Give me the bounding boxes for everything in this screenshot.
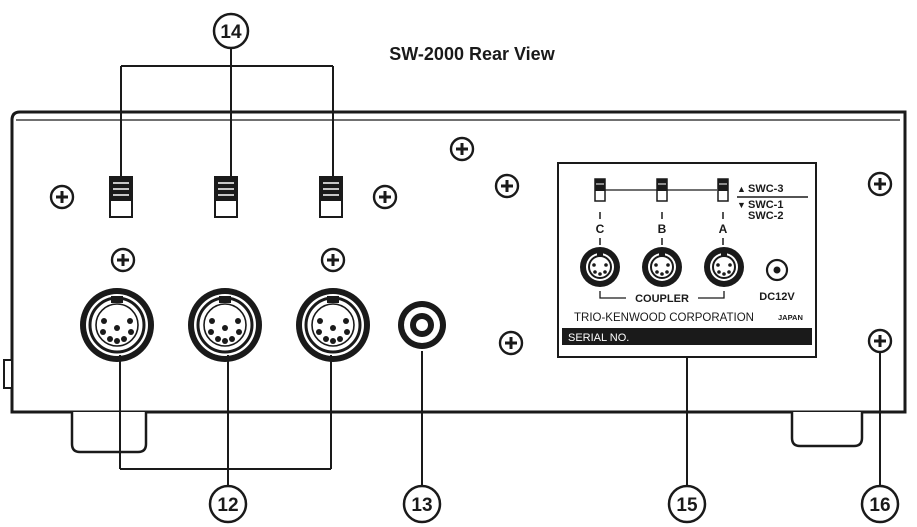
foot-right <box>790 412 864 448</box>
label-plate: ▲ SWC-3 ▼ SWC-1 SWC-2 C B A DC12V COUPLE… <box>557 162 817 358</box>
up-triangle-icon: ▲ <box>737 184 746 194</box>
slide-switch-icon[interactable] <box>109 176 133 218</box>
switch-letter-c: C <box>596 222 605 236</box>
screw-icon[interactable] <box>867 328 893 354</box>
switch-down-label-1: SWC-1 <box>748 199 783 211</box>
callout-coax-jack: 13 <box>402 351 442 524</box>
callout-12-number: 12 <box>217 495 238 516</box>
callout-15-number: 15 <box>676 495 698 516</box>
callout-14-number: 14 <box>220 22 242 43</box>
callout-label-plate: 15 <box>667 357 707 524</box>
coupler-label: COUPLER <box>635 293 689 305</box>
country-label: JAPAN <box>778 313 803 322</box>
din-socket-icon[interactable] <box>294 286 372 364</box>
slide-switch-icon[interactable] <box>594 178 606 202</box>
slide-switch-icon[interactable] <box>717 178 729 202</box>
screw-icon <box>867 171 893 197</box>
switch-down-label-2: SWC-2 <box>748 210 783 222</box>
dc-jack[interactable] <box>765 258 789 282</box>
callout-13-number: 13 <box>411 495 432 516</box>
maker-label: TRIO-KENWOOD CORPORATION <box>574 312 754 324</box>
serial-label: SERIAL NO. <box>568 332 629 344</box>
screw-icon <box>449 136 475 162</box>
switch-letter-b: B <box>658 222 667 236</box>
din-socket-icon[interactable] <box>78 286 156 364</box>
callout-16-number: 16 <box>869 495 890 516</box>
din-socket-icon[interactable] <box>186 286 264 364</box>
slide-switch-icon[interactable] <box>319 176 343 218</box>
din-socket-icon[interactable] <box>579 246 621 288</box>
dc-label: DC12V <box>759 291 795 303</box>
serial-bar <box>562 328 812 345</box>
down-triangle-icon: ▼ <box>737 200 746 210</box>
coax-jack[interactable] <box>398 301 446 349</box>
screw-icon <box>49 184 75 210</box>
din-socket-icon[interactable] <box>641 246 683 288</box>
callout-coupler-jacks: 12 <box>119 355 332 524</box>
screw-icon <box>110 247 136 273</box>
foot-left <box>70 412 148 454</box>
callout-ground-screw: 16 <box>860 352 900 524</box>
slide-switch-icon[interactable] <box>214 176 238 218</box>
screw-icon <box>320 247 346 273</box>
screw-icon <box>494 173 520 199</box>
switch-up-label: SWC-3 <box>748 183 783 195</box>
slide-switch-icon[interactable] <box>656 178 668 202</box>
callout-switches: 14 <box>120 12 334 176</box>
din-socket-icon[interactable] <box>703 246 745 288</box>
diagram-title: SW-2000 Rear View <box>389 44 555 64</box>
switch-letter-a: A <box>719 222 728 236</box>
screw-icon <box>498 330 524 356</box>
screw-icon <box>372 184 398 210</box>
